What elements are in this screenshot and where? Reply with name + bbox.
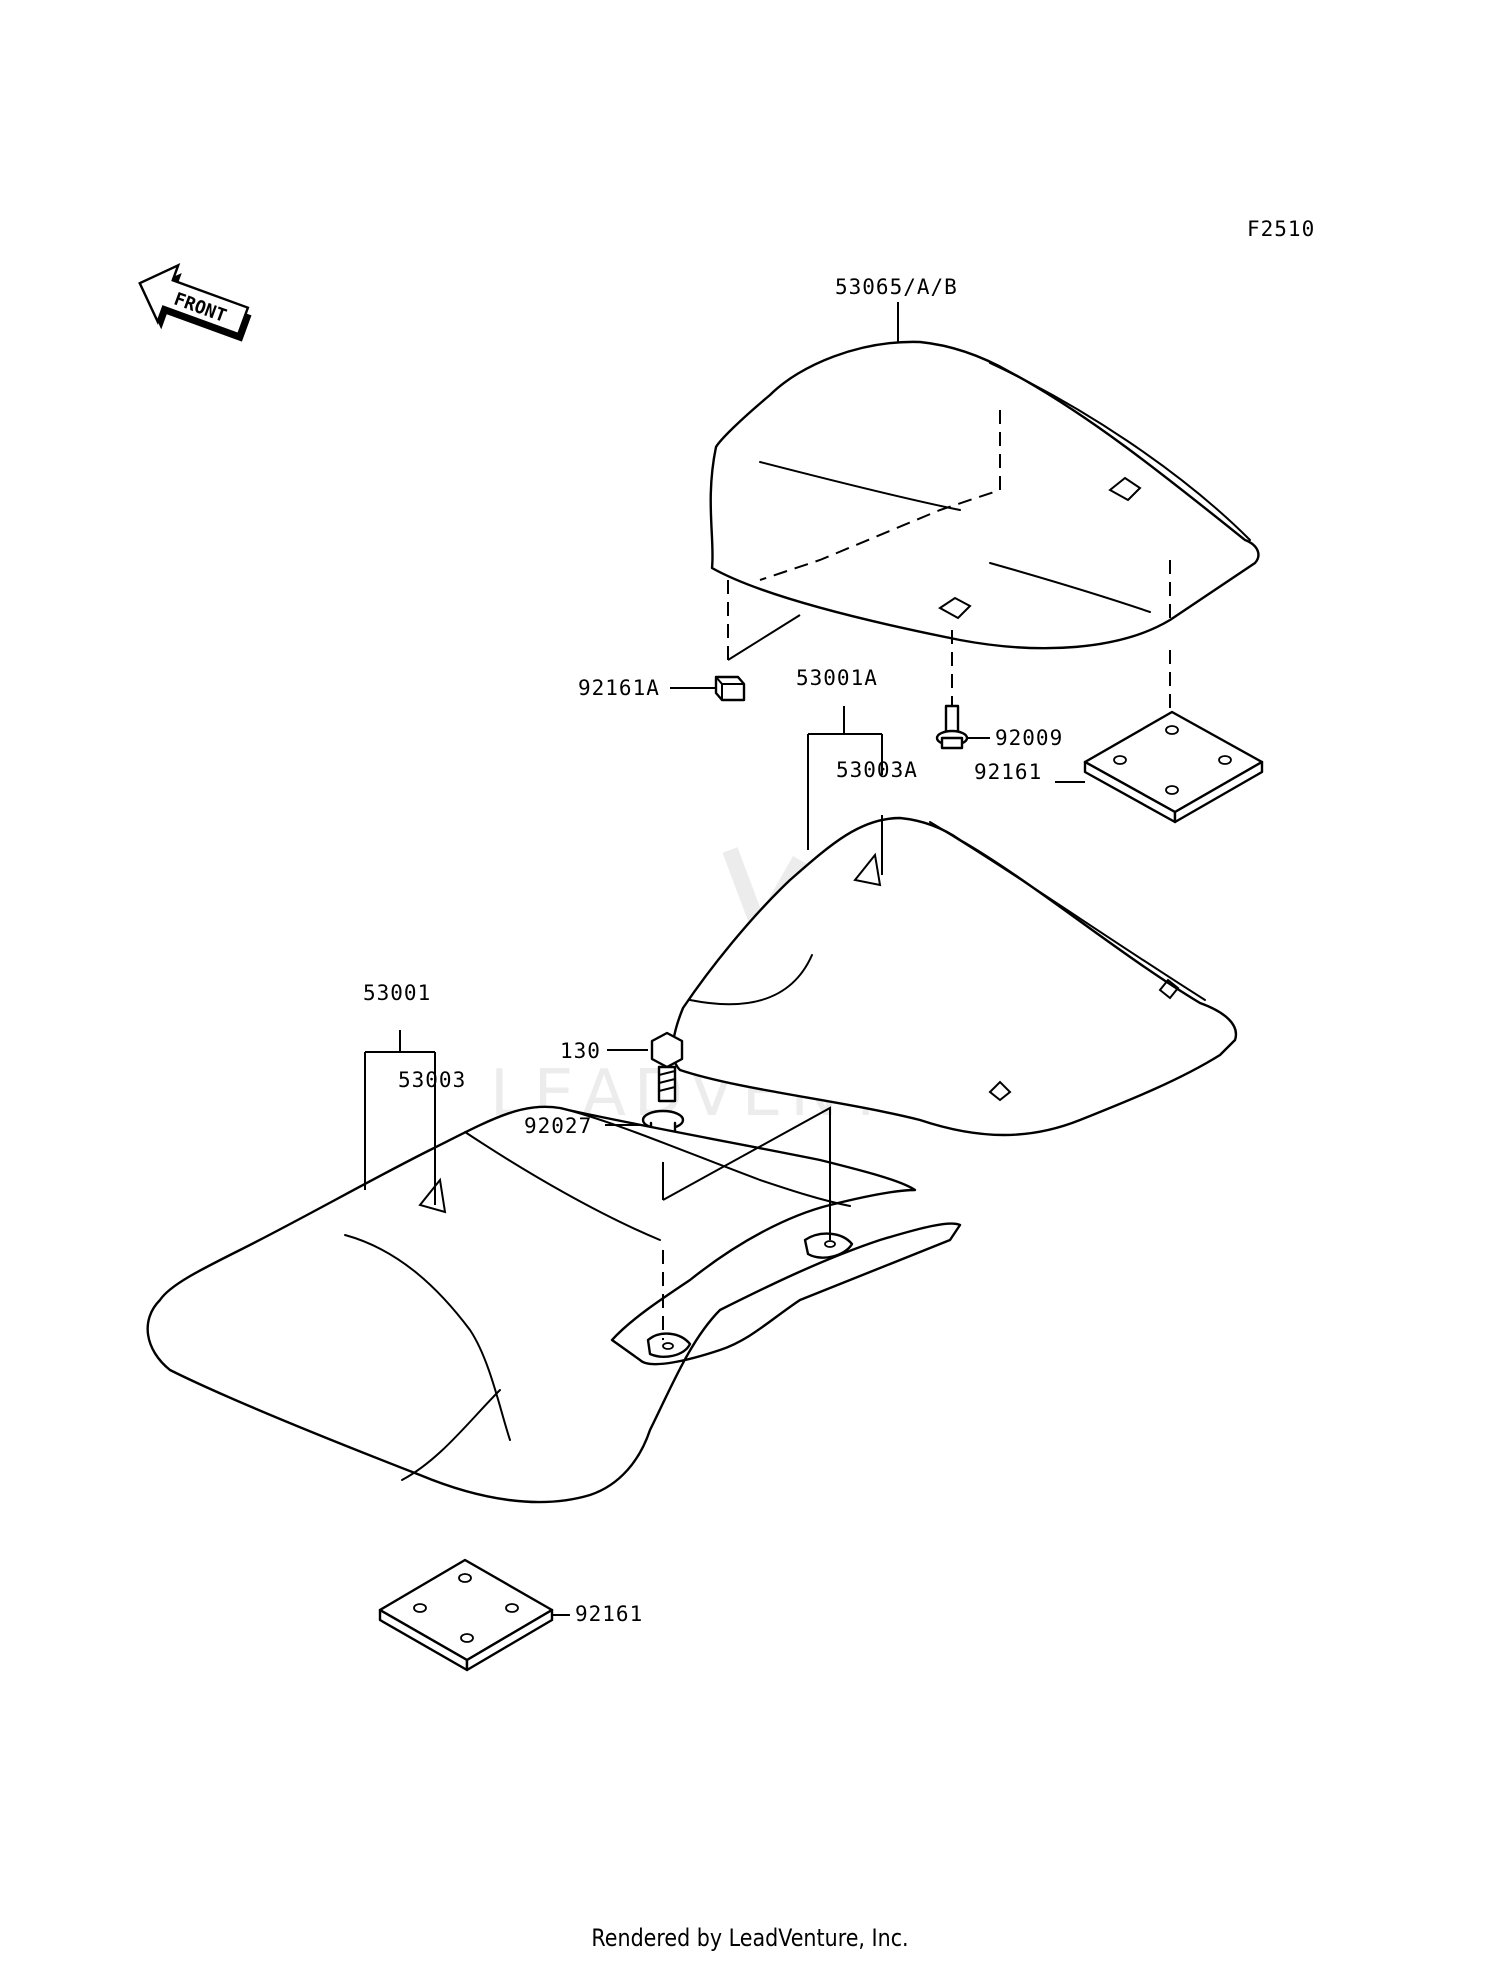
callout-damper-rear: 92161 xyxy=(974,760,1042,784)
callout-damper-front: 92161 xyxy=(575,1602,643,1626)
leader-lines xyxy=(364,302,899,1205)
callout-seat-cover: 53065/A/B xyxy=(835,275,958,299)
damper-plate-front xyxy=(378,1558,570,1672)
callout-pan-rear: 53003A xyxy=(836,758,918,782)
callouts: 53065/A/B 92161A 53001A 92009 53003A 921… xyxy=(363,275,1063,1626)
callout-collar: 92027 xyxy=(524,1114,592,1138)
callout-rubber-block: 92161A xyxy=(578,676,660,700)
rubber-block xyxy=(714,580,801,702)
callout-bolt-front: 130 xyxy=(560,1039,601,1063)
callout-seat-assy-rear: 53001A xyxy=(796,666,878,690)
damper-plate-rear xyxy=(1055,650,1264,824)
callout-seat-assy-front: 53001 xyxy=(363,981,431,1005)
front-arrow-icon: FRONT xyxy=(138,262,252,342)
seat-cover xyxy=(709,340,1260,650)
front-seat xyxy=(146,1105,962,1504)
callout-bolt-rear: 92009 xyxy=(995,726,1063,750)
figure-code: F2510 xyxy=(1247,217,1315,241)
bolt-rear xyxy=(935,630,990,750)
callout-pan-front: 53003 xyxy=(398,1068,466,1092)
bolt-front xyxy=(650,1031,684,1103)
footer-credit: Rendered by LeadVenture, Inc. xyxy=(591,1924,909,1952)
rear-seat xyxy=(671,815,1238,1137)
